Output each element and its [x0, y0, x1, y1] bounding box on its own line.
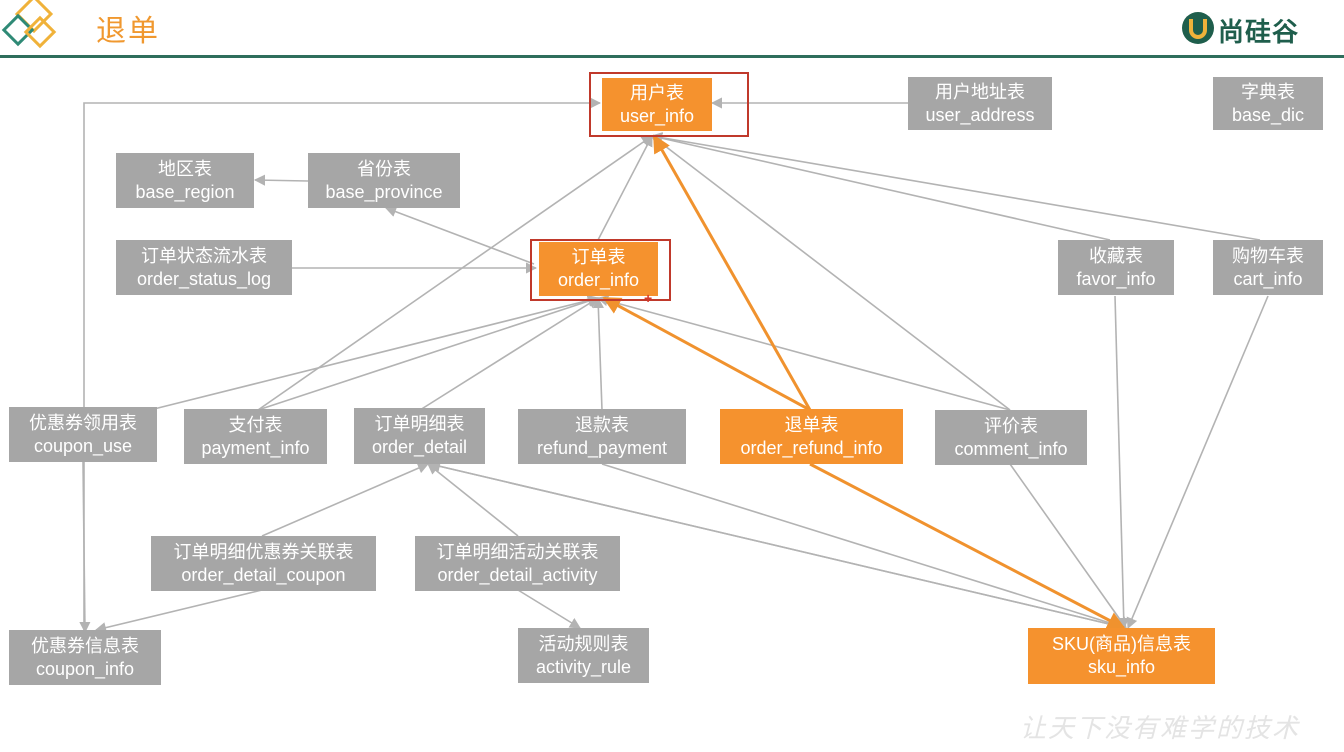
edge-coupon-use-to-coupon-info [79, 461, 91, 634]
edge-payment-to-order [257, 295, 600, 411]
node-cart-info[interactable]: 购物车表 cart_info [1213, 240, 1323, 295]
edge-comment-to-sku [1009, 463, 1127, 629]
node-order-detail-coupon[interactable]: 订单明细优惠券关联表 order_detail_coupon [151, 536, 376, 591]
node-coupon-use[interactable]: 优惠券领用表 coupon_use [9, 407, 157, 462]
node-sku-info[interactable]: SKU(商品)信息表 sku_info [1028, 628, 1215, 684]
edge-order-to-province [384, 206, 535, 265]
node-base-region-zh: 地区表 [158, 158, 212, 179]
node-coupon-use-en: coupon_use [33, 435, 133, 456]
node-base-region-en: base_region [135, 181, 235, 202]
node-order-detail-coupon-zh: 订单明细优惠券关联表 [173, 541, 354, 562]
node-payment-info[interactable]: 支付表 payment_info [184, 409, 327, 464]
edge-province-to-region [253, 174, 309, 186]
brand-logo: 尚硅谷 [1180, 10, 1330, 47]
page-title: 退单 [96, 15, 160, 48]
node-user-info-en: user_info [619, 105, 695, 126]
edge-comment-to-user [651, 135, 1011, 411]
edge-coupon-use-to-order [149, 295, 600, 411]
order-info-highlight-frame [530, 239, 671, 301]
node-order-detail-activity-zh: 订单明细活动关联表 [436, 541, 599, 562]
edge-detail-coupon-to-coupon-info [94, 589, 263, 634]
user-info-highlight-frame [589, 72, 749, 137]
node-favor-info-en: favor_info [1076, 268, 1156, 289]
node-base-dic[interactable]: 字典表 base_dic [1213, 77, 1323, 130]
node-base-region[interactable]: 地区表 base_region [116, 153, 254, 208]
node-order-info[interactable]: 订单表 order_info [539, 242, 658, 296]
edge-favor-to-sku [1114, 295, 1130, 630]
node-user-address[interactable]: 用户地址表 user_address [908, 77, 1052, 130]
node-user-info-zh: 用户表 [630, 82, 684, 103]
node-activity-rule[interactable]: 活动规则表 activity_rule [518, 628, 649, 683]
node-favor-info[interactable]: 收藏表 favor_info [1058, 240, 1174, 295]
node-coupon-use-zh: 优惠券领用表 [29, 412, 137, 433]
edge-refund-payment-to-sku [601, 463, 1128, 631]
logo-diamond-icon [1, 0, 57, 49]
node-order-status-log[interactable]: 订单状态流水表 order_status_log [116, 240, 292, 295]
node-order-info-zh: 订单表 [571, 247, 626, 267]
brand-u-icon [1182, 12, 1214, 44]
brand-name: 尚硅谷 [1218, 17, 1300, 47]
node-base-province-en: base_province [325, 181, 443, 202]
node-sku-info-en: sku_info [1087, 657, 1156, 677]
cursor-crosshair-icon: + [644, 290, 653, 306]
node-base-dic-en: base_dic [1231, 104, 1305, 125]
node-comment-info[interactable]: 评价表 comment_info [935, 410, 1087, 465]
edge-favor-to-user [650, 132, 1111, 241]
node-refund-payment-zh: 退款表 [575, 414, 629, 435]
node-order-status-log-en: order_status_log [136, 268, 272, 289]
node-order-info-en: order_info [557, 270, 640, 290]
edge-cart-to-user [650, 132, 1261, 241]
edge-detail-to-order [419, 297, 599, 411]
node-activity-rule-zh: 活动规则表 [538, 633, 629, 654]
node-base-province-zh: 省份表 [357, 158, 411, 179]
node-payment-info-en: payment_info [201, 437, 310, 458]
node-user-address-zh: 用户地址表 [935, 81, 1025, 102]
node-order-refund-info[interactable]: 退单表 order_refund_info [720, 409, 903, 464]
node-user-address-en: user_address [925, 104, 1035, 125]
edge-detail-activity-to-detail [427, 463, 519, 537]
node-payment-info-zh: 支付表 [228, 414, 283, 435]
edge-detail-coupon-to-detail [261, 462, 430, 537]
edge-payment-to-user [257, 135, 653, 411]
header-divider [0, 55, 1344, 58]
node-cart-info-en: cart_info [1233, 268, 1303, 289]
node-favor-info-zh: 收藏表 [1089, 245, 1143, 266]
node-order-detail-activity[interactable]: 订单明细活动关联表 order_detail_activity [415, 536, 620, 591]
edge-order-to-user [597, 135, 653, 241]
node-refund-payment[interactable]: 退款表 refund_payment [518, 409, 686, 464]
edge-refund-to-order-highlight [602, 296, 811, 412]
node-base-province[interactable]: 省份表 base_province [308, 153, 460, 208]
node-order-refund-info-zh: 退单表 [784, 414, 839, 435]
edge-cart-to-sku [1126, 295, 1269, 630]
node-order-refund-info-en: order_refund_info [740, 437, 883, 458]
node-coupon-info[interactable]: 优惠券信息表 coupon_info [9, 630, 161, 685]
edge-refund-to-user-highlight [652, 134, 812, 411]
node-order-detail-zh: 订单明细表 [374, 414, 465, 434]
node-sku-info-zh: SKU(商品)信息表 [1052, 634, 1191, 654]
edge-sku-to-detail [428, 460, 1127, 629]
node-order-status-log-zh: 订单状态流水表 [141, 245, 267, 266]
node-order-detail-en: order_detail [371, 437, 468, 457]
node-coupon-info-zh: 优惠券信息表 [31, 635, 139, 656]
node-order-detail-coupon-en: order_detail_coupon [181, 564, 346, 585]
edge-refund-to-sku-highlight [809, 462, 1126, 630]
node-comment-info-zh: 评价表 [984, 415, 1038, 436]
node-comment-info-en: comment_info [954, 438, 1068, 459]
node-coupon-info-en: coupon_info [35, 658, 135, 679]
node-cart-info-zh: 购物车表 [1232, 245, 1304, 266]
node-order-detail[interactable]: 订单明细表 order_detail [354, 408, 485, 464]
edge-refund-payment-to-order [592, 296, 604, 411]
edge-detail-activity-to-rule [517, 589, 581, 629]
node-base-dic-zh: 字典表 [1241, 81, 1295, 102]
node-refund-payment-en: refund_payment [536, 437, 668, 458]
node-activity-rule-en: activity_rule [535, 656, 632, 677]
watermark-text: 让天下没有难学的技术 [1020, 714, 1301, 744]
node-user-info[interactable]: 用户表 user_info [602, 78, 712, 131]
edge-comment-to-order [596, 295, 1011, 411]
node-order-detail-activity-en: order_detail_activity [437, 564, 598, 585]
